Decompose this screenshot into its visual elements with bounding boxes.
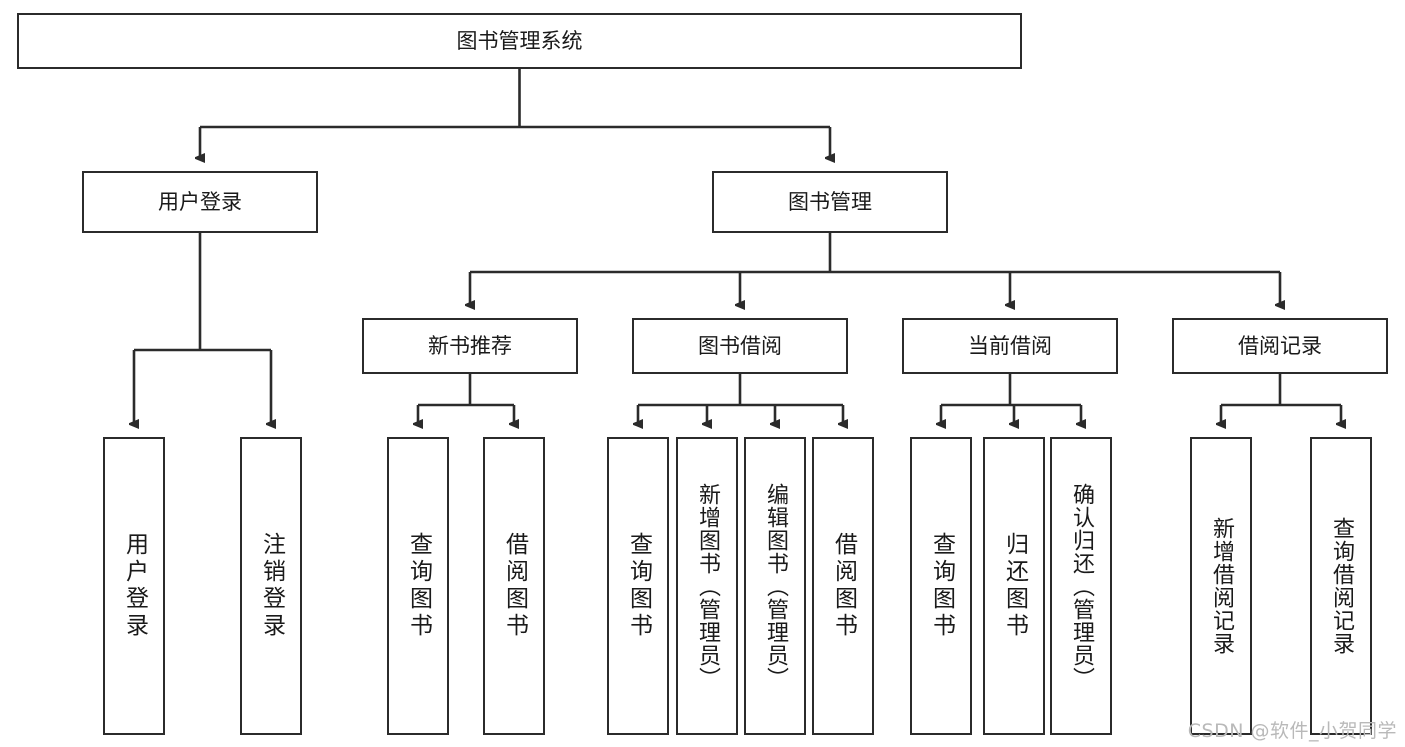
leaf-node-label: 用户登录 bbox=[121, 532, 148, 640]
leaf-node-4[interactable]: 查询图书 bbox=[607, 437, 669, 735]
root-node-0[interactable]: 图书管理系统 bbox=[17, 13, 1022, 69]
level3-node-1[interactable]: 图书借阅 bbox=[632, 318, 848, 374]
leaf-node-6[interactable]: 编辑图书（管理员） bbox=[744, 437, 806, 735]
leaf-node-label: 归还图书 bbox=[1001, 532, 1028, 640]
watermark: CSDN @软件_小贺同学 bbox=[1187, 720, 1397, 742]
leaf-node-7[interactable]: 借阅图书 bbox=[812, 437, 874, 735]
leaf-node-label: 新增借阅记录 bbox=[1209, 517, 1234, 655]
root-node-label: 图书管理系统 bbox=[456, 28, 583, 53]
leaf-node-label: 查询图书 bbox=[405, 532, 432, 640]
leaf-node-12[interactable]: 查询借阅记录 bbox=[1310, 437, 1372, 735]
leaf-node-label: 借阅图书 bbox=[501, 532, 528, 640]
leaf-node-10[interactable]: 确认归还（管理员） bbox=[1050, 437, 1112, 735]
leaf-node-label: 借阅图书 bbox=[830, 532, 857, 640]
level2-node-label: 用户登录 bbox=[158, 189, 242, 214]
level3-node-3[interactable]: 借阅记录 bbox=[1172, 318, 1388, 374]
leaf-node-label: 查询借阅记录 bbox=[1329, 517, 1354, 655]
leaf-node-label: 确认归还（管理员） bbox=[1069, 482, 1094, 690]
level3-node-2[interactable]: 当前借阅 bbox=[902, 318, 1118, 374]
leaf-node-label: 查询图书 bbox=[625, 532, 652, 640]
leaf-node-label: 编辑图书（管理员） bbox=[763, 482, 788, 690]
leaf-node-label: 新增图书（管理员） bbox=[695, 482, 720, 690]
leaf-node-5[interactable]: 新增图书（管理员） bbox=[676, 437, 738, 735]
level3-node-label: 新书推荐 bbox=[428, 333, 512, 358]
level2-node-1[interactable]: 图书管理 bbox=[712, 171, 948, 233]
leaf-node-11[interactable]: 新增借阅记录 bbox=[1190, 437, 1252, 735]
leaf-node-0[interactable]: 用户登录 bbox=[103, 437, 165, 735]
leaf-node-label: 查询图书 bbox=[928, 532, 955, 640]
leaf-node-9[interactable]: 归还图书 bbox=[983, 437, 1045, 735]
leaf-node-label: 注销登录 bbox=[258, 532, 285, 640]
leaf-node-2[interactable]: 查询图书 bbox=[387, 437, 449, 735]
level3-node-label: 图书借阅 bbox=[698, 333, 782, 358]
level2-node-0[interactable]: 用户登录 bbox=[82, 171, 318, 233]
leaf-node-8[interactable]: 查询图书 bbox=[910, 437, 972, 735]
level3-node-label: 借阅记录 bbox=[1238, 333, 1322, 358]
leaf-node-1[interactable]: 注销登录 bbox=[240, 437, 302, 735]
level3-node-0[interactable]: 新书推荐 bbox=[362, 318, 578, 374]
level2-node-label: 图书管理 bbox=[788, 189, 872, 214]
level3-node-label: 当前借阅 bbox=[968, 333, 1052, 358]
leaf-node-3[interactable]: 借阅图书 bbox=[483, 437, 545, 735]
